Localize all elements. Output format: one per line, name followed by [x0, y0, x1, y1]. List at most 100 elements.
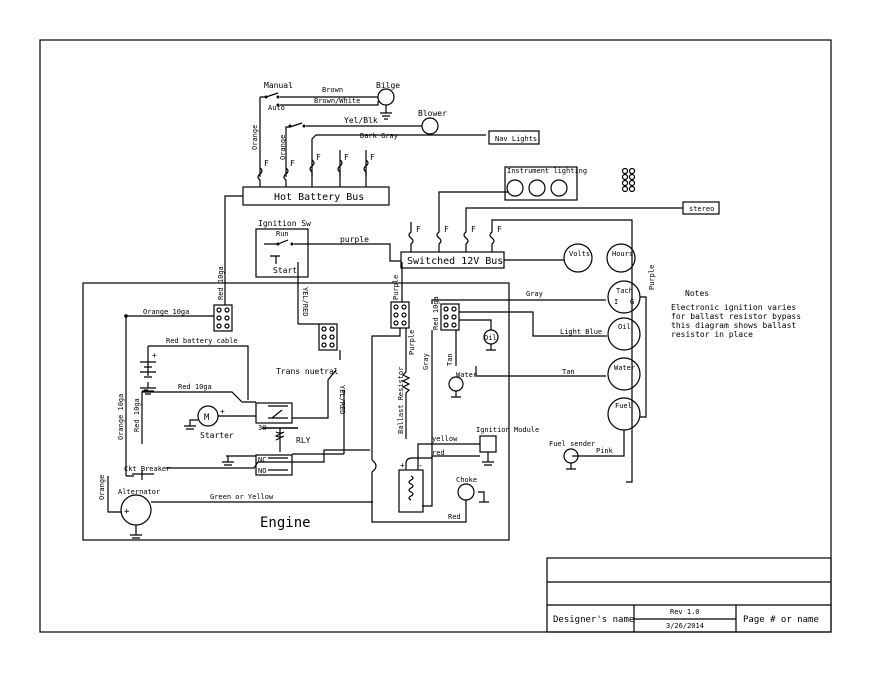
notes: Notes Electronic ignition varies for bal… [671, 289, 801, 339]
label-pink: Pink [596, 447, 614, 455]
instrument-lighting: Instrument lighting [504, 166, 587, 201]
relay2-nc: NC [258, 456, 266, 464]
label-red-battery-cable: Red battery cable [166, 337, 238, 345]
label-tan: Tan [562, 368, 575, 376]
label-instrument-lighting: Instrument lighting [507, 167, 587, 175]
label-red-ign: red [432, 449, 445, 457]
label-red-choke: Red [448, 513, 461, 521]
label-alternator: Alternator [118, 488, 160, 496]
notes-line-1: Electronic ignition varies [671, 303, 796, 312]
label-trans-neutral: Trans nuetral [276, 367, 339, 376]
fuse-label-6: F [416, 225, 421, 234]
fuse-label-2: F [290, 159, 295, 168]
label-auto: Auto [268, 104, 285, 112]
label-ckt-breaker: Ckt Breaker [124, 465, 170, 473]
label-dark-gray: Dark Gray [360, 132, 398, 140]
label-yel-blk: Yel/Blk [344, 116, 378, 125]
designer-name: Designer's name [553, 615, 634, 625]
revision: Rev 1.0 [670, 608, 700, 616]
nav-lights-box [488, 130, 540, 145]
label-hot-battery-bus: Hot Battery Bus [274, 192, 364, 203]
label-yel-red-top: YEL/RED [301, 287, 309, 317]
blower-icon [421, 117, 439, 135]
blower-circuit: Blower Yel/Blk [285, 109, 447, 177]
tach-gauge-icon [607, 280, 641, 314]
label-red-10ga-top: Red 10ga [217, 266, 225, 300]
label-run: Run [276, 230, 289, 238]
label-yel-red-bottom: YEL/RED [338, 385, 346, 415]
label-bilge: Bilge [376, 81, 400, 90]
coil-minus: - [418, 461, 423, 470]
label-orange-alt: Orange [98, 475, 106, 500]
notes-line-4: resistor in place [671, 330, 753, 339]
label-water-sender: Water [456, 371, 477, 379]
label-water: Water [614, 364, 635, 372]
relay-starter: NC NO 30 RLY [255, 402, 311, 452]
hours-gauge-icon [606, 243, 636, 273]
hot-bus-fuses: F F F F F [257, 153, 375, 181]
fuse-label-1: F [264, 159, 269, 168]
label-orange-10ga-v: Orange 10ga [117, 394, 125, 440]
label-ballast-resistor: Ballast Resistor [397, 367, 405, 434]
label-volts: Volts [569, 250, 590, 258]
bilge-pump-icon [377, 88, 395, 106]
switched-bus-fuses: F F F F [408, 191, 633, 483]
fuse-label-8: F [471, 225, 476, 234]
label-orange-1: Orange [251, 125, 259, 150]
connector-gauges [440, 303, 460, 331]
water-gauge-icon [607, 357, 641, 391]
fuse-label-3: F [316, 153, 321, 162]
label-stereo: stereo [689, 205, 714, 213]
tach-i: I [614, 298, 618, 306]
label-choke: Choke [456, 476, 477, 484]
label-m: M [204, 413, 210, 423]
notes-line-3: this diagram shows ballast [671, 321, 796, 330]
volts-gauge-icon [563, 243, 593, 273]
relay-aux: NC NO [255, 454, 293, 476]
connector-trans [318, 323, 338, 351]
instrument-lamp-1-icon [506, 179, 524, 197]
label-orange-10ga: Orange 10ga [143, 308, 189, 316]
label-rly: RLY [296, 436, 311, 445]
unused-connector [621, 167, 636, 193]
battery-icon: + [140, 346, 157, 395]
label-blower: Blower [418, 109, 447, 118]
label-tan-v: Tan [446, 353, 454, 366]
label-purple-right: Purple [648, 265, 656, 290]
ignition-switch: Ignition Sw Run Start [255, 219, 311, 278]
label-hours: Hours [612, 250, 633, 258]
label-start: Start [273, 266, 297, 275]
label-yellow: yellow [432, 435, 458, 443]
page-name: Page # or name [743, 615, 819, 625]
fuse-label-4: F [344, 153, 349, 162]
label-ignition-module: Ignition Module [476, 426, 539, 434]
label-engine: Engine [260, 515, 311, 531]
label-red-10ga-starter: Red 10ga [178, 383, 212, 391]
label-fuel: Fuel [615, 402, 632, 410]
label-orange-2: Orange [279, 135, 287, 160]
label-nav-lights: Nav Lights [495, 135, 537, 143]
label-purple-ballast: Purple [408, 330, 416, 355]
label-gray-v: Gray [422, 353, 430, 370]
label-manual: Manual [264, 81, 293, 90]
label-fuel-sender: Fuel sender [549, 440, 595, 448]
label-oil-gauge: Oil [618, 323, 631, 331]
coil-plus: + [400, 461, 405, 470]
connector-main [213, 304, 233, 332]
notes-title: Notes [685, 289, 709, 298]
label-brown: Brown [322, 86, 343, 94]
fuse-label-7: F [444, 225, 449, 234]
label-red-10ga-v: Red 10ga [133, 398, 141, 432]
alt-plus: + [124, 507, 130, 517]
engine-boundary [82, 282, 510, 541]
label-gray: Gray [526, 290, 543, 298]
date: 3/26/2014 [666, 622, 704, 630]
ignition-module [479, 435, 497, 453]
label-oil-sender: Oil [484, 334, 497, 342]
starter-plus: + [220, 407, 225, 416]
battery-plus: + [152, 351, 157, 360]
drawing-border [39, 39, 832, 633]
ignition-coil [398, 469, 424, 513]
label-switched-12v-bus: Switched 12V Bus [407, 256, 503, 267]
title-block: Designer's name Rev 1.0 3/26/2014 Page #… [546, 557, 832, 633]
